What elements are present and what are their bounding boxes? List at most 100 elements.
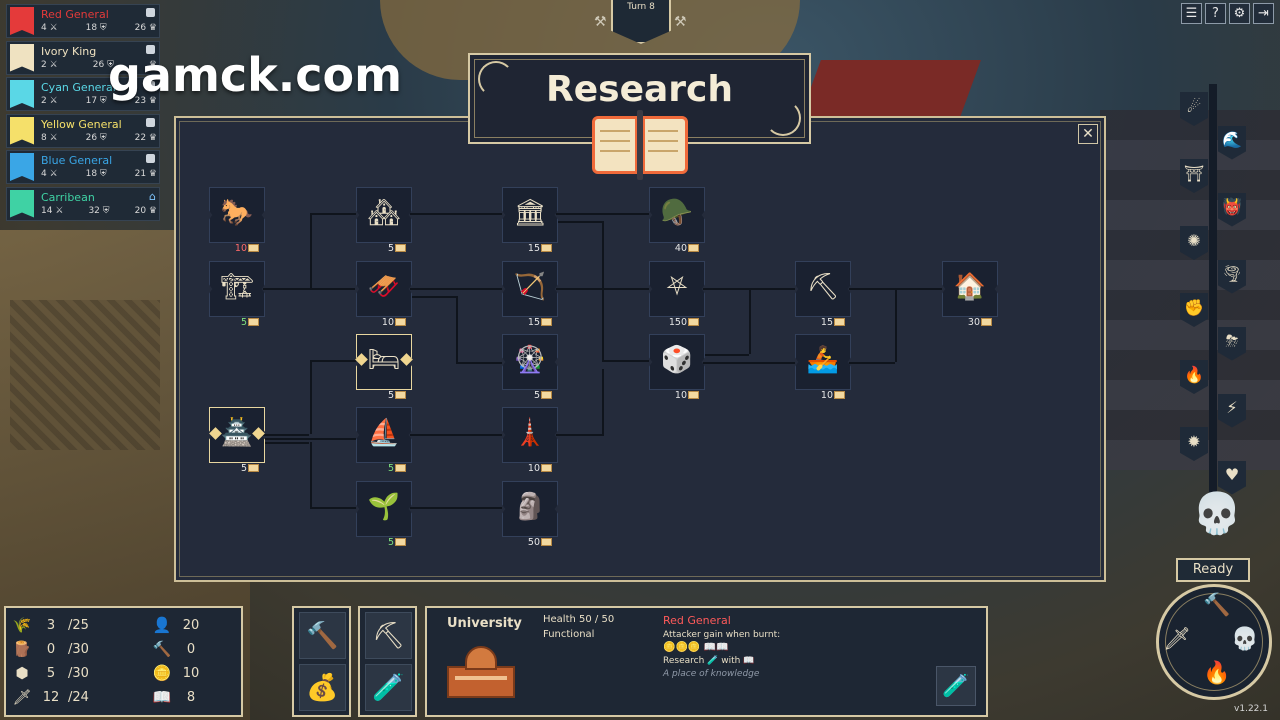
player-name: Carribean xyxy=(41,190,95,204)
player-banner xyxy=(10,116,34,145)
action-wheel[interactable]: 🔨 🗡 💀 🔥 xyxy=(1156,584,1272,700)
tech-node[interactable]: 🐎 xyxy=(209,187,265,243)
hammer-slot[interactable]: 🔨 xyxy=(299,612,346,659)
tech-connector xyxy=(602,360,649,362)
hammer-icon[interactable]: 🔨 xyxy=(1203,593,1231,618)
gold-icon: 🪙 xyxy=(152,664,172,682)
event-rail xyxy=(1209,84,1217,504)
resource-row: 🪵0/30 xyxy=(10,640,108,658)
tech-connector xyxy=(456,362,502,364)
tech-node[interactable]: ⛧ xyxy=(649,261,705,317)
resource-value: 5 xyxy=(46,665,56,681)
sword-icon[interactable]: 🗡 xyxy=(1163,627,1191,652)
resource-row: 👤20 xyxy=(150,616,208,634)
tech-node[interactable]: ⛵ xyxy=(356,407,412,463)
status-icon xyxy=(146,44,155,54)
army-count: 4 ⚔ xyxy=(41,23,58,33)
research-text: Research 🧪 with 📖 xyxy=(663,656,755,666)
virus-icon[interactable]: ✺ xyxy=(1180,226,1208,260)
exit-icon: ⇥ xyxy=(1258,6,1269,21)
ready-button[interactable]: Ready xyxy=(1176,558,1250,582)
tech-connector xyxy=(556,288,602,290)
resource-value: 0 xyxy=(46,641,56,657)
tech-cost: 40 xyxy=(643,243,699,254)
tech-connector xyxy=(895,288,897,362)
demon-icon[interactable]: 👹 xyxy=(1218,192,1246,227)
tech-connector xyxy=(456,296,458,362)
tech-icon: 🌱 xyxy=(367,492,401,522)
tech-node[interactable]: 🎲 xyxy=(649,334,705,390)
shrine-icon[interactable]: ⛩ xyxy=(1180,159,1208,193)
tech-cost-value: 150 xyxy=(668,317,687,328)
tech-node[interactable]: 🌱 xyxy=(356,481,412,537)
tech-node[interactable]: 🛷 xyxy=(356,261,412,317)
flourish-ornament xyxy=(478,61,514,97)
research-action-button[interactable]: 🧪 xyxy=(936,666,976,706)
building-name: University xyxy=(447,616,522,631)
book-icon xyxy=(688,244,699,252)
tech-cost-value: 15 xyxy=(820,317,833,328)
fire-icon[interactable]: 🔥 xyxy=(1180,360,1208,394)
player-name: Yellow General xyxy=(41,117,122,131)
tech-icon: 🏗 xyxy=(220,272,254,302)
gear-button[interactable]: ⚙ xyxy=(1229,3,1250,24)
skull-icon[interactable]: 💀 xyxy=(1231,627,1259,652)
tornado-icon[interactable]: 🌪 xyxy=(1218,259,1246,294)
army-count: 8 ⚔ xyxy=(41,132,58,143)
tech-connector xyxy=(410,296,456,298)
sword-icon: 🗡 xyxy=(12,688,32,706)
potion-slot[interactable]: 🧪 xyxy=(365,664,412,711)
resource-slot[interactable]: 💰 xyxy=(299,664,346,711)
book-icon xyxy=(541,318,552,326)
exit-button[interactable]: ⇥ xyxy=(1253,3,1274,24)
tech-node[interactable]: 🗼 xyxy=(502,407,558,463)
menu-icon: ☰ xyxy=(1185,6,1198,21)
tech-connector xyxy=(602,288,604,360)
heart-icon[interactable]: ♥ xyxy=(1218,460,1246,495)
tech-node[interactable]: 🏹 xyxy=(502,261,558,317)
trophy-count: 22 ♛ xyxy=(134,132,157,143)
torch-icon[interactable]: 🔥 xyxy=(1203,661,1231,686)
tech-node[interactable]: 🎡 xyxy=(502,334,558,390)
resource-value: 10 xyxy=(182,665,200,681)
comet-icon[interactable]: ☄ xyxy=(1180,92,1208,126)
tech-node[interactable]: 🏛 xyxy=(502,187,558,243)
player-stats: 2 ⚔26 ⛨♛ xyxy=(41,60,157,70)
pickaxe-slot[interactable]: ⛏ xyxy=(365,612,412,659)
tech-connector xyxy=(310,213,312,288)
player-name: Red General xyxy=(41,8,109,21)
lightning-icon[interactable]: ⚡ xyxy=(1218,393,1246,428)
tech-node[interactable]: ⛏ xyxy=(795,261,851,317)
status-icon xyxy=(146,8,155,17)
book-icon xyxy=(248,318,259,326)
tech-node[interactable]: 🏠 xyxy=(942,261,998,317)
stone-icon: ⬢ xyxy=(15,664,29,682)
tech-icon: 🎡 xyxy=(513,345,547,375)
wave-icon[interactable]: 🌊 xyxy=(1218,125,1246,160)
fist-icon[interactable]: ✊ xyxy=(1180,293,1208,327)
tech-cost: 15 xyxy=(789,317,845,328)
tech-node[interactable]: 🚣 xyxy=(795,334,851,390)
storm-icon[interactable]: ⛈ xyxy=(1218,326,1246,361)
tech-node[interactable]: 🏘 xyxy=(356,187,412,243)
tech-cost: 150 xyxy=(643,317,699,328)
help-button[interactable]: ? xyxy=(1205,3,1226,24)
close-button[interactable]: ✕ xyxy=(1078,124,1098,144)
tech-node[interactable]: 🗿 xyxy=(502,481,558,537)
resource-max: /30 xyxy=(68,665,89,681)
tech-node[interactable]: 🏗 xyxy=(209,261,265,317)
player-name: Blue General xyxy=(41,154,113,167)
plague-icon[interactable]: ✹ xyxy=(1180,427,1208,461)
menu-button[interactable]: ☰ xyxy=(1181,3,1202,24)
player-banner xyxy=(10,80,34,108)
resource-row: 🪙 10 xyxy=(150,664,208,682)
resource-max: /30 xyxy=(68,641,89,657)
tech-cost-value: 50 xyxy=(527,537,540,548)
tech-node[interactable]: 🪖 xyxy=(649,187,705,243)
